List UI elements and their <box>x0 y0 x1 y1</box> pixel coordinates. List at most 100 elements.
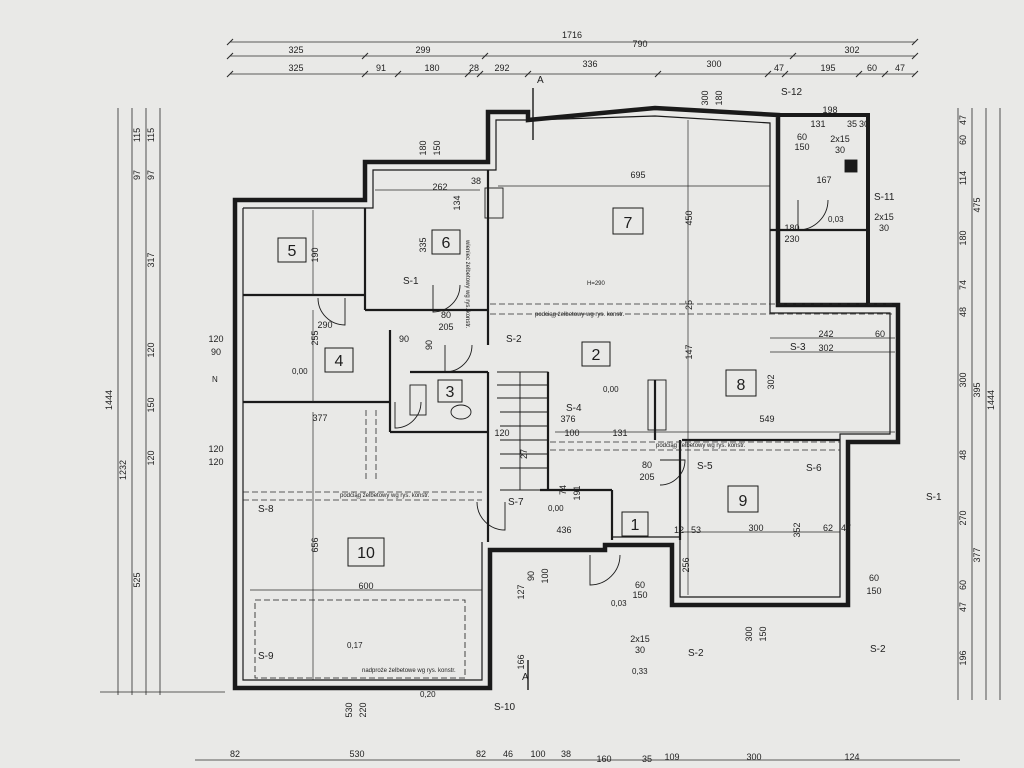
dim-label: 28 <box>469 63 479 73</box>
dim-label: 317 <box>146 252 156 267</box>
dim-label: 47 <box>774 63 784 73</box>
interior-dimension-labels: 190 335 262 38 134 150 180 695 450 300 1… <box>208 90 885 717</box>
dim-label: 270 <box>958 510 968 525</box>
dim-label: 127 <box>516 584 526 599</box>
dim-label: 120 <box>146 450 156 465</box>
dim-label: 300 <box>748 523 763 533</box>
dim-label: 12 <box>674 525 684 535</box>
right-dimension-labels: 1444 475 395 377 47 60 114 180 74 48 300… <box>958 115 996 666</box>
level-mark: 0,03 <box>611 599 627 608</box>
dim-label: 150 <box>758 626 768 641</box>
wall-note: wieniec żelbetowy wg rys. konstr. <box>464 239 470 329</box>
section-label: S-6 <box>806 463 822 474</box>
beam-lines <box>243 303 895 501</box>
section-label: A <box>522 672 529 683</box>
dim-label: 124 <box>844 752 859 762</box>
level-mark: 0,03 <box>828 215 844 224</box>
dim-label: 47 <box>895 63 905 73</box>
dim-label: 80 <box>642 460 652 470</box>
dim-label: 90 <box>399 334 409 344</box>
duct <box>647 379 667 431</box>
section-label: S-2 <box>506 334 522 345</box>
right-dimension-chains <box>957 108 1001 700</box>
dim-label: 47 <box>841 523 851 533</box>
dim-label: 100 <box>530 749 545 759</box>
level-mark: 0,00 <box>548 504 564 513</box>
dim-label: 38 <box>561 749 571 759</box>
staircase <box>497 371 549 491</box>
dim-label: 114 <box>958 171 968 185</box>
left-dimension-labels: 1444 1232 525 115 97 317 120 150 120 115… <box>104 128 156 588</box>
dim-label: 82 <box>476 749 486 759</box>
door-swings <box>317 199 829 586</box>
section-label: S-11 <box>874 192 895 203</box>
dim-label: 91 <box>376 63 386 73</box>
room-number: 9 <box>739 493 748 510</box>
level-mark: 0,20 <box>420 690 436 699</box>
dim-label: 302 <box>818 343 833 353</box>
dim-label: 1444 <box>986 390 996 410</box>
dim-label: 90 <box>211 347 221 357</box>
dim-label: 48 <box>958 450 968 460</box>
dim-label: 115 <box>132 128 142 142</box>
dim-label: 2x15 <box>874 212 894 222</box>
dim-label: 30 <box>859 119 869 129</box>
dim-label: 150 <box>146 397 156 412</box>
dim-label: 695 <box>630 170 645 180</box>
dim-label: 377 <box>312 413 327 423</box>
dim-label: 180 <box>958 230 968 245</box>
dim-label: 325 <box>288 63 303 73</box>
dim-label: 47 <box>958 115 968 125</box>
dim-top-total: 1716 <box>562 30 582 40</box>
dim-label: 53 <box>691 525 701 535</box>
dim-label: 27 <box>519 449 529 459</box>
section-label: S-2 <box>688 648 704 659</box>
dim-label: 299 <box>415 45 430 55</box>
room-number: 3 <box>446 384 455 401</box>
room-number: 8 <box>737 377 746 394</box>
lintel-note: nadproże żelbetowe wg rys. konstr. <box>362 668 456 674</box>
dim-label: 60 <box>958 135 968 145</box>
dim-label: 25 <box>684 300 694 310</box>
dim-label: 120 <box>494 428 509 438</box>
dim-label: 475 <box>972 197 982 212</box>
dim-label: 150 <box>632 590 647 600</box>
dim-label: 300 <box>746 752 761 762</box>
section-label: S-9 <box>258 651 274 662</box>
dim-label: 80 <box>441 310 451 320</box>
dim-label: 191 <box>572 485 582 500</box>
dim-label: 292 <box>494 63 509 73</box>
room-number: 4 <box>335 353 344 370</box>
dim-label: 656 <box>310 537 320 552</box>
dim-label: 255 <box>310 330 320 345</box>
dim-label: 150 <box>432 140 442 155</box>
dim-label: 74 <box>558 485 568 495</box>
dim-label: 2x15 <box>830 134 850 144</box>
dim-label: 790 <box>632 39 647 49</box>
column <box>844 159 858 173</box>
dim-label: 30 <box>835 145 845 155</box>
dim-label: 262 <box>432 182 447 192</box>
section-label: S-8 <box>258 504 274 515</box>
bottom-dimension-labels: 82 530 82 46 100 38 160 35 109 300 124 <box>230 749 860 764</box>
dim-label: 300 <box>744 626 754 641</box>
dim-label: 90 <box>424 340 434 350</box>
dim-label: 190 <box>310 247 320 262</box>
left-dimension-chains <box>100 108 225 695</box>
dim-label: 109 <box>664 752 679 762</box>
dim-label: 131 <box>810 119 825 129</box>
dim-label: 300 <box>706 59 721 69</box>
stair-step-dims: 2x15 30 2x15 30 2x15 30 <box>630 134 894 655</box>
section-label: S-3 <box>790 342 806 353</box>
notes: podciąg żelbetowy wg rys. konstr. podcią… <box>340 239 746 674</box>
level-mark: 0,17 <box>347 641 363 650</box>
level-marks: 0,00 0,00 0,00 0,03 0,03 0,17 0,20 0,33 … <box>212 215 844 699</box>
dim-label: 47 <box>958 602 968 612</box>
dim-label: 196 <box>958 650 968 665</box>
dim-label: 436 <box>556 525 571 535</box>
room-number: 1 <box>631 517 640 534</box>
fixtures <box>409 159 858 431</box>
dim-label: 180 <box>418 140 428 155</box>
section-label: S-4 <box>566 403 582 414</box>
room-number: 2 <box>592 347 601 364</box>
